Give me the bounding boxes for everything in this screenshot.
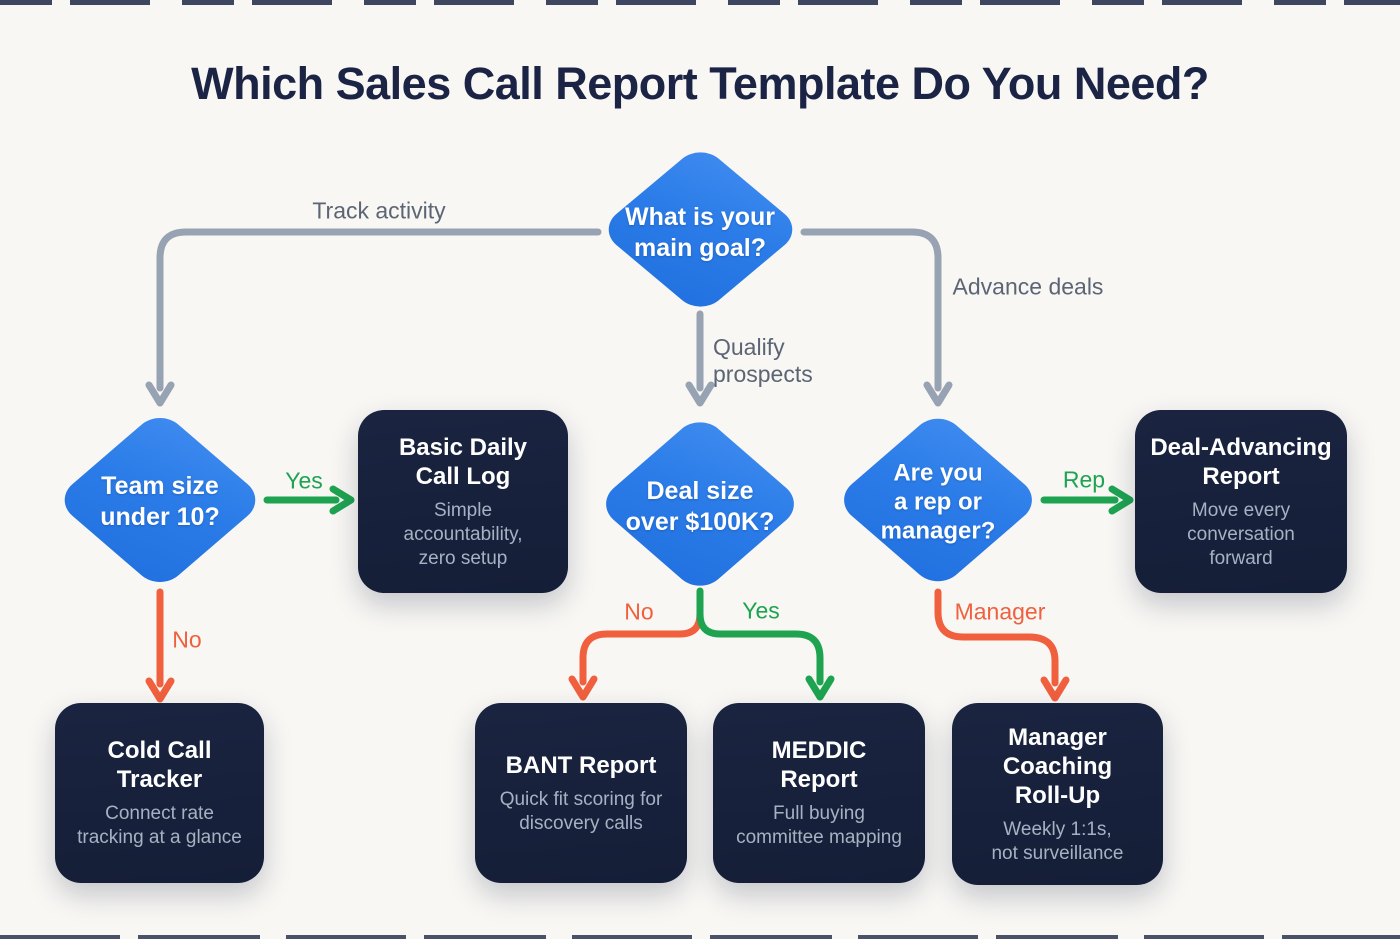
outcome-box-cold-call-tracker: Cold Call Tracker Connect rate tracking …: [55, 703, 264, 883]
outcome-subtitle-line: forward: [1209, 547, 1273, 569]
edge-label-line: Qualify: [713, 334, 785, 360]
decision-line: main goal?: [634, 234, 766, 262]
outcome-title-line: Cold Call: [107, 737, 212, 764]
decision-line: Are you: [893, 459, 983, 487]
outcome-subtitle-line: zero setup: [418, 547, 508, 569]
edge-track-activity: [145, 228, 602, 407]
outcome-box-manager-coaching-rollup: Manager Coaching Roll-Up Weekly 1:1s, no…: [952, 703, 1163, 885]
edge-label-advance-deals: Advance deals: [952, 273, 1104, 300]
edge-label-line: prospects: [713, 361, 813, 387]
edge-label-rep: Rep: [1062, 466, 1106, 493]
edge-label-yes-deal-size: Yes: [742, 597, 780, 624]
outcome-title-line: Coaching: [1002, 752, 1113, 780]
outcome-subtitle-line: conversation: [1187, 523, 1295, 545]
edge-label-no-deal-size: No: [624, 598, 654, 625]
outcome-subtitle-line: Weekly 1:1s,: [1003, 818, 1112, 840]
outcome-subtitle-line: committee mapping: [736, 827, 902, 848]
outcome-title-line: Report: [780, 766, 858, 793]
outcome-subtitle-line: Simple: [433, 499, 493, 521]
top-edge-artifact-strip: [0, 0, 1400, 5]
outcome-title-line: MEDDIC: [771, 737, 867, 764]
outcome-box-meddic-report: MEDDIC Report Full buying committee mapp…: [713, 703, 925, 883]
outcome-subtitle: Move every conversation forward: [1187, 499, 1295, 571]
outcome-subtitle: Full buying committee mapping: [736, 802, 902, 850]
decision-line: What is your: [624, 203, 776, 231]
outcome-title: Deal-Advancing Report: [1150, 433, 1331, 491]
outcome-subtitle-line: Quick fit scoring for: [499, 788, 663, 810]
decision-label-main-goal: What is your main goal?: [625, 202, 775, 264]
outcome-title-line: Deal-Advancing: [1150, 433, 1332, 461]
decision-line: Deal size: [646, 477, 754, 505]
edge-label-yes-team-size: Yes: [285, 467, 323, 494]
outcome-subtitle-line: discovery calls: [519, 812, 643, 834]
decision-label-team-size: Team size under 10?: [100, 471, 219, 533]
outcome-subtitle-line: accountability,: [403, 523, 523, 545]
decision-label-rep-or-manager: Are you a rep or manager?: [881, 459, 996, 546]
outcome-subtitle: Connect rate tracking at a glance: [77, 802, 242, 850]
outcome-title-line: Tracker: [116, 766, 203, 793]
outcome-subtitle-line: not surveillance: [991, 842, 1124, 864]
outcome-box-basic-daily-call-log: Basic Daily Call Log Simple accountabili…: [358, 410, 568, 593]
decision-line: over $100K?: [625, 508, 775, 536]
outcome-subtitle-line: Move every: [1191, 499, 1291, 521]
outcome-title-line: Call Log: [415, 462, 511, 490]
edge-label-no-team-size: No: [172, 626, 202, 653]
edge-advance-deals: [800, 228, 953, 407]
outcome-title: Manager Coaching Roll-Up: [1003, 723, 1112, 810]
outcome-subtitle-line: Full buying: [773, 803, 865, 824]
outcome-title: Basic Daily Call Log: [399, 433, 527, 491]
edge-yes-meddic: [696, 587, 835, 701]
decision-line: Team size: [101, 472, 219, 500]
outcome-box-deal-advancing-report: Deal-Advancing Report Move every convers…: [1135, 410, 1347, 593]
outcome-subtitle-line: tracking at a glance: [77, 827, 242, 848]
decision-line: under 10?: [100, 503, 220, 531]
page-title: Which Sales Call Report Template Do You …: [191, 58, 1209, 109]
outcome-title: Cold Call Tracker: [107, 736, 211, 794]
outcome-subtitle: Quick fit scoring for discovery calls: [500, 788, 663, 836]
outcome-subtitle: Simple accountability, zero setup: [404, 499, 523, 571]
outcome-title-line: Report: [1202, 462, 1280, 490]
edge-label-manager: Manager: [954, 598, 1046, 625]
edge-label-qualify-prospects: Qualify prospects: [713, 334, 813, 388]
edge-manager-rollup: [934, 588, 1070, 702]
outcome-title-line: Roll-Up: [1014, 781, 1101, 809]
edge-label-track-activity: Track activity: [312, 197, 446, 224]
decision-line: manager?: [880, 517, 996, 545]
outcome-title: MEDDIC Report: [772, 736, 867, 794]
outcome-title-line: Basic Daily: [398, 433, 528, 461]
outcome-title-line: Manager: [1008, 723, 1107, 751]
outcome-title-line: BANT Report: [505, 751, 657, 779]
bottom-edge-artifact-strip: [0, 935, 1400, 939]
outcome-subtitle-line: Connect rate: [105, 803, 214, 824]
decision-label-deal-size: Deal size over $100K?: [626, 476, 775, 538]
decision-line: a rep or: [893, 488, 983, 516]
outcome-title: BANT Report: [506, 751, 657, 780]
outcome-subtitle: Weekly 1:1s, not surveillance: [991, 818, 1123, 866]
outcome-box-bant-report: BANT Report Quick fit scoring for discov…: [475, 703, 687, 883]
